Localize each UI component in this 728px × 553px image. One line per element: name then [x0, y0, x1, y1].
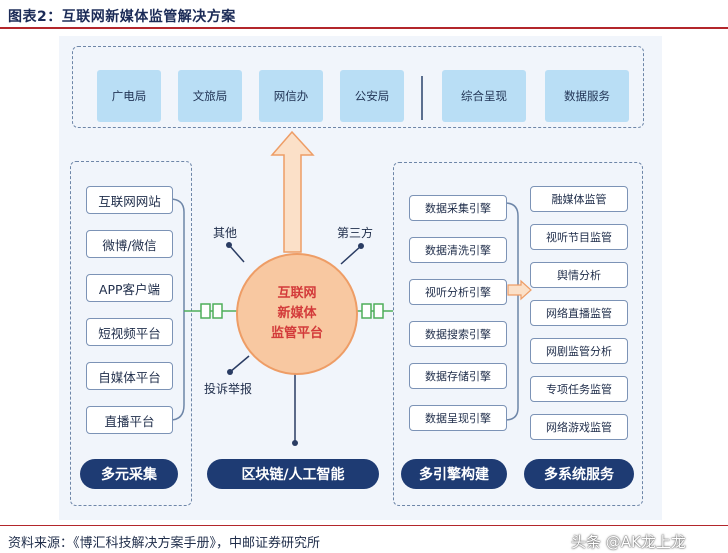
left-link-connector: [200, 303, 211, 319]
source-app-client: APP客户端: [86, 274, 173, 302]
left-bracket: [169, 198, 185, 421]
source-internet-sites: 互联网网站: [86, 186, 173, 214]
hub-line-1: 互联网: [277, 286, 317, 301]
pill-multi-collection: 多元采集: [80, 459, 178, 489]
service-convergent-media: 融媒体监管: [530, 186, 628, 212]
spoke-label-other: 其他: [213, 226, 238, 240]
agency-group-box: [72, 46, 644, 128]
engine-av-analysis: 视听分析引擎: [409, 279, 507, 305]
source-live-streaming: 直播平台: [86, 406, 173, 434]
spoke-dot-bottom: [292, 440, 298, 446]
hub-line-2: 新媒体: [277, 306, 317, 321]
title-rule: [0, 27, 728, 29]
service-public-opinion: 舆情分析: [530, 262, 628, 288]
figure-title: 图表2：互联网新媒体监管解决方案: [8, 9, 236, 25]
watermark: 头条 @AK龙上龙: [571, 533, 686, 551]
collection-group-box: [70, 161, 192, 506]
service-special-tasks: 专项任务监管: [530, 376, 628, 402]
right-link-connector: [361, 303, 372, 319]
engine-data-collection: 数据采集引擎: [409, 195, 507, 221]
engine-data-storage: 数据存储引擎: [409, 363, 507, 389]
hub-line-3: 监管平台: [270, 326, 323, 341]
service-online-games: 网络游戏监管: [530, 414, 628, 440]
agency-radio-tv: 广电局: [97, 70, 161, 122]
service-integrated-display: 综合呈现: [442, 70, 526, 122]
agency-cyberspace: 网信办: [259, 70, 323, 122]
service-web-drama: 网剧监管分析: [530, 338, 628, 364]
spoke-dot-complaints: [227, 369, 233, 375]
service-av-programs: 视听节目监管: [530, 224, 628, 250]
right-bracket: [504, 202, 519, 421]
agency-culture-tourism: 文旅局: [178, 70, 242, 122]
footer-rule: [0, 525, 728, 526]
agency-public-security: 公安局: [340, 70, 404, 122]
spoke-dot-third-party: [358, 243, 364, 249]
spoke-dot-other: [226, 242, 232, 248]
source-note: 资料来源：《博汇科技解决方案手册》，中邮证券研究所: [8, 536, 321, 551]
engine-service-group-box: [393, 162, 643, 506]
engine-data-cleaning: 数据清洗引擎: [409, 237, 507, 263]
source-self-media: 自媒体平台: [86, 362, 173, 390]
spoke-label-third-party: 第三方: [337, 226, 374, 240]
central-platform-hub: 互联网 新媒体 监管平台: [236, 253, 358, 375]
pill-multi-system: 多系统服务: [524, 459, 634, 489]
source-short-video: 短视频平台: [86, 318, 173, 346]
source-weibo-wechat: 微博/微信: [86, 230, 173, 258]
spoke-label-complaints: 投诉举报: [204, 382, 253, 396]
engine-to-service-arrow: [507, 279, 532, 301]
engine-data-search: 数据搜索引擎: [409, 321, 507, 347]
pill-multi-engine: 多引擎构建: [401, 459, 507, 489]
agency-separator: [421, 76, 423, 120]
service-data: 数据服务: [545, 70, 629, 122]
upward-arrow: [270, 130, 315, 253]
pill-blockchain-ai: 区块链/人工智能: [207, 459, 379, 489]
service-live-streaming: 网络直播监管: [530, 300, 628, 326]
engine-data-presentation: 数据呈现引擎: [409, 405, 507, 431]
